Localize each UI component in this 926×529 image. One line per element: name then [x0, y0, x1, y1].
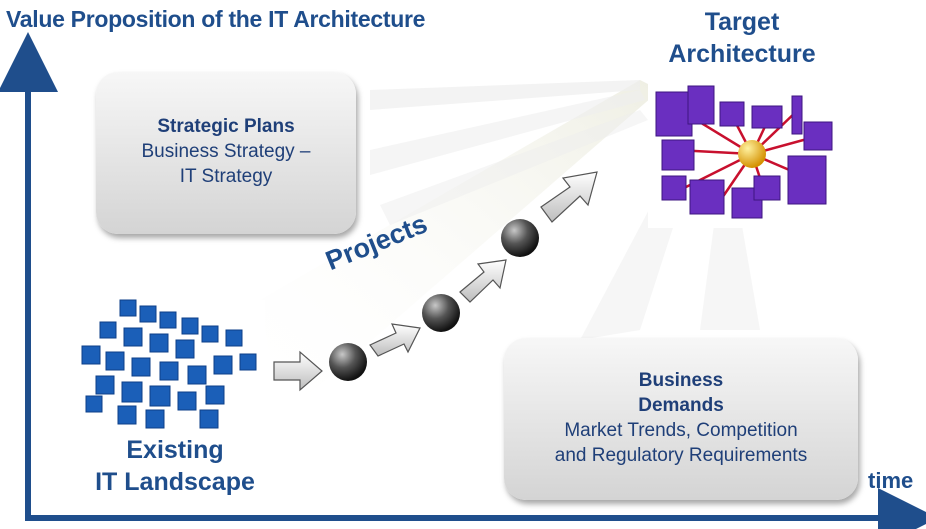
- project-ball: [329, 343, 367, 381]
- light-beams: [260, 80, 760, 420]
- arrow-icon: [369, 323, 421, 357]
- project-path: [273, 171, 598, 392]
- arrow-icon: [540, 171, 598, 223]
- time-axis-label: time: [868, 468, 914, 493]
- existing-label-line2: IT Landscape: [95, 468, 255, 496]
- target-architecture-icon: [648, 80, 838, 228]
- demands-heading1: Business: [638, 370, 724, 391]
- business-demands-box: Business Demands Market Trends, Competit…: [504, 338, 858, 500]
- strategic-line2: IT Strategy: [179, 166, 273, 187]
- target-label-line2: Architecture: [668, 40, 816, 68]
- project-ball: [501, 219, 539, 257]
- existing-landscape-icon: [80, 299, 265, 440]
- target-label-line1: Target: [704, 8, 780, 36]
- demands-line1: Market Trends, Competition: [564, 420, 798, 441]
- target-architecture-label: Target Architecture: [632, 6, 852, 70]
- strategic-plans-box: Strategic Plans Business Strategy – IT S…: [96, 72, 356, 234]
- demands-heading2: Demands: [638, 395, 724, 416]
- strategic-heading: Strategic Plans: [157, 116, 295, 137]
- demands-line2: and Regulatory Requirements: [554, 445, 808, 466]
- arrow-icon: [459, 259, 507, 303]
- diagram-title: Value Proposition of the IT Architecture: [6, 6, 426, 32]
- existing-landscape-label: Existing IT Landscape: [70, 434, 280, 498]
- existing-label-line1: Existing: [126, 436, 224, 464]
- strategic-line1: Business Strategy –: [141, 141, 311, 162]
- project-ball: [422, 294, 460, 332]
- arrow-icon: [273, 350, 323, 392]
